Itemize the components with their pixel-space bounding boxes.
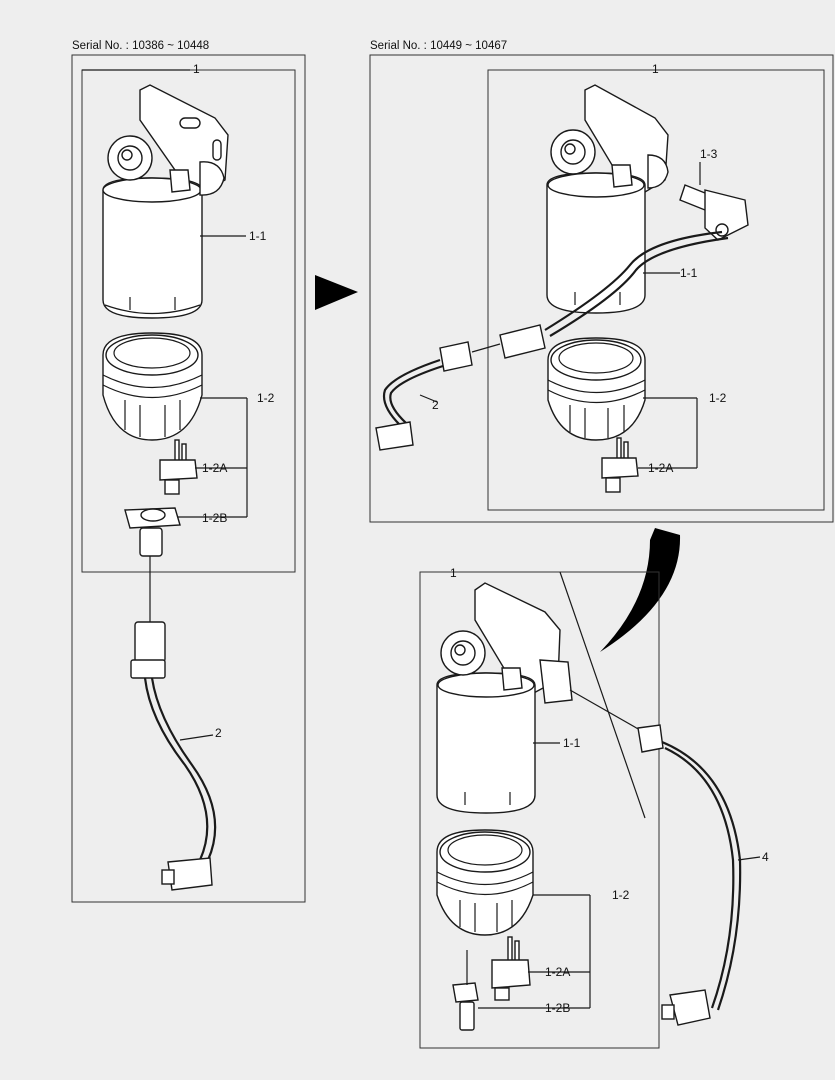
right-serial-header: Serial No. : 10449 ~ 10467 xyxy=(370,40,508,52)
label-bottom-4: 4 xyxy=(762,850,769,864)
right-connector-1-3 xyxy=(679,184,749,241)
bottom-harness-4 xyxy=(569,689,742,1026)
label-bottom-1-1: 1-1 xyxy=(563,736,581,750)
direction-arrow-icon xyxy=(315,275,358,310)
label-right-1-3: 1-3 xyxy=(700,147,718,161)
bottom-sensor-1-2a xyxy=(491,936,531,1001)
left-bowl xyxy=(102,332,203,441)
label-right-1-2a: 1-2A xyxy=(648,461,674,475)
label-right-1: 1 xyxy=(652,62,659,76)
right-sensor-1-2a xyxy=(601,437,639,493)
left-filter-housing xyxy=(102,84,229,319)
label-left-1: 1 xyxy=(193,62,200,76)
label-bottom-1-2a: 1-2A xyxy=(545,965,571,979)
right-top-assembly xyxy=(369,54,834,523)
bottom-filter-housing xyxy=(436,582,573,814)
curved-arrow-icon xyxy=(600,528,681,652)
right-inner-frame xyxy=(487,69,825,511)
left-assembly xyxy=(71,54,306,903)
label-left-1-1: 1-1 xyxy=(249,229,267,243)
left-serial-header: Serial No. : 10386 ~ 10448 xyxy=(72,40,210,52)
left-harness-2 xyxy=(130,621,217,891)
bottom-assembly xyxy=(419,571,761,1049)
left-connector-1-2b xyxy=(124,507,181,625)
right-outer-frame xyxy=(369,54,834,523)
label-left-1-2a: 1-2A xyxy=(202,461,228,475)
label-left-1-2b: 1-2B xyxy=(202,511,228,525)
bottom-connector-1-2b xyxy=(452,950,479,1031)
right-filter-housing xyxy=(546,84,669,314)
label-right-1-1: 1-1 xyxy=(680,266,698,280)
label-left-1-2: 1-2 xyxy=(257,391,275,405)
label-bottom-1-2b: 1-2B xyxy=(545,1001,571,1015)
right-harness-2 xyxy=(375,324,546,451)
right-bowl xyxy=(547,337,646,441)
label-bottom-1: 1 xyxy=(450,566,457,580)
left-sensor-1-2a xyxy=(159,439,198,495)
bottom-bowl xyxy=(436,829,534,936)
bottom-frame xyxy=(419,571,660,1049)
left-outer-frame xyxy=(71,54,306,903)
label-right-1-2: 1-2 xyxy=(709,391,727,405)
label-left-2: 2 xyxy=(215,726,222,740)
label-bottom-1-2: 1-2 xyxy=(612,888,630,902)
label-right-2: 2 xyxy=(432,398,439,412)
